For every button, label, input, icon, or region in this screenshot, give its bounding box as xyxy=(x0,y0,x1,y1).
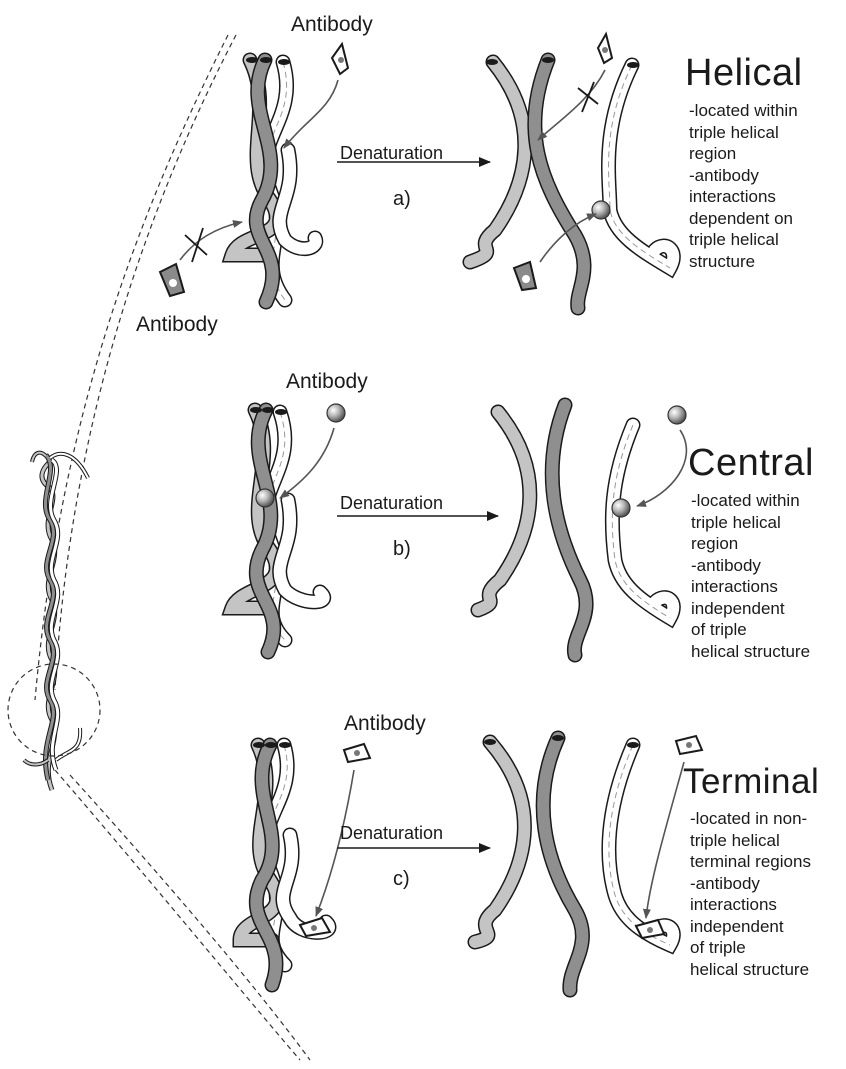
description-line: structure xyxy=(689,251,798,273)
description-line: independent xyxy=(690,916,811,938)
step-label: b) xyxy=(393,538,411,561)
description-line: -located in non- xyxy=(690,808,811,830)
step-label: c) xyxy=(393,868,410,891)
antibody-icon xyxy=(598,34,612,63)
panel-description: -located in non- triple helical terminal… xyxy=(690,808,811,980)
antibody-label: Antibody xyxy=(136,313,218,337)
description-line: helical structure xyxy=(690,959,811,981)
description-line: triple helical xyxy=(689,229,798,251)
description-line: -located within xyxy=(691,490,810,512)
description-line: dependent on xyxy=(689,208,798,230)
panel-c-denatured-strands xyxy=(475,735,673,990)
antibody-icon xyxy=(160,264,184,296)
antibody-label: Antibody xyxy=(291,13,373,37)
antibody-icon xyxy=(514,262,536,290)
description-line: interactions xyxy=(691,576,810,598)
description-line: triple helical xyxy=(689,122,798,144)
description-line: of triple xyxy=(690,937,811,959)
collagen-molecule-overview xyxy=(24,453,88,790)
panel-c-triple-helix xyxy=(240,742,329,985)
panel-b-triple-helix xyxy=(232,407,324,652)
process-label: Denaturation xyxy=(340,493,443,514)
description-line: interactions xyxy=(690,894,811,916)
panel-a-denatured-strands xyxy=(470,57,673,308)
antibody-icon xyxy=(668,406,686,424)
description-line: triple helical xyxy=(690,830,811,852)
antibody-icon xyxy=(327,404,345,422)
epitope-icon xyxy=(612,499,630,517)
description-line: terminal regions xyxy=(690,851,811,873)
description-line: helical structure xyxy=(691,641,810,663)
panel-description: -located within triple helical region -a… xyxy=(691,490,810,662)
panel-description: -located within triple helical region -a… xyxy=(689,100,798,272)
process-label: Denaturation xyxy=(340,143,443,164)
binding-arrow xyxy=(637,430,686,506)
panel-a-triple-helix xyxy=(232,57,316,302)
antibody-label: Antibody xyxy=(286,370,368,394)
binding-arrow xyxy=(646,762,684,918)
epitope-icon xyxy=(256,489,274,507)
description-line: -antibody xyxy=(691,555,810,577)
description-line: -antibody xyxy=(690,873,811,895)
epitope-icon xyxy=(592,201,610,219)
antibody-label: Antibody xyxy=(344,712,426,736)
panel-b-denatured-strands xyxy=(478,405,673,655)
antibody-icon xyxy=(676,736,702,754)
description-line: region xyxy=(691,533,810,555)
description-line: -located within xyxy=(689,100,798,122)
description-line: triple helical xyxy=(691,512,810,534)
description-line: independent xyxy=(691,598,810,620)
panel-title: Terminal xyxy=(683,762,819,802)
panel-title: Helical xyxy=(685,52,803,95)
description-line: interactions xyxy=(689,186,798,208)
process-label: Denaturation xyxy=(340,823,443,844)
antibody-icon xyxy=(332,44,348,74)
panel-title: Central xyxy=(688,442,814,485)
description-line: region xyxy=(689,143,798,165)
description-line: of triple xyxy=(691,619,810,641)
antibody-icon xyxy=(344,744,370,762)
description-line: -antibody xyxy=(689,165,798,187)
step-label: a) xyxy=(393,188,411,211)
blocked-cross-icon xyxy=(185,228,207,262)
